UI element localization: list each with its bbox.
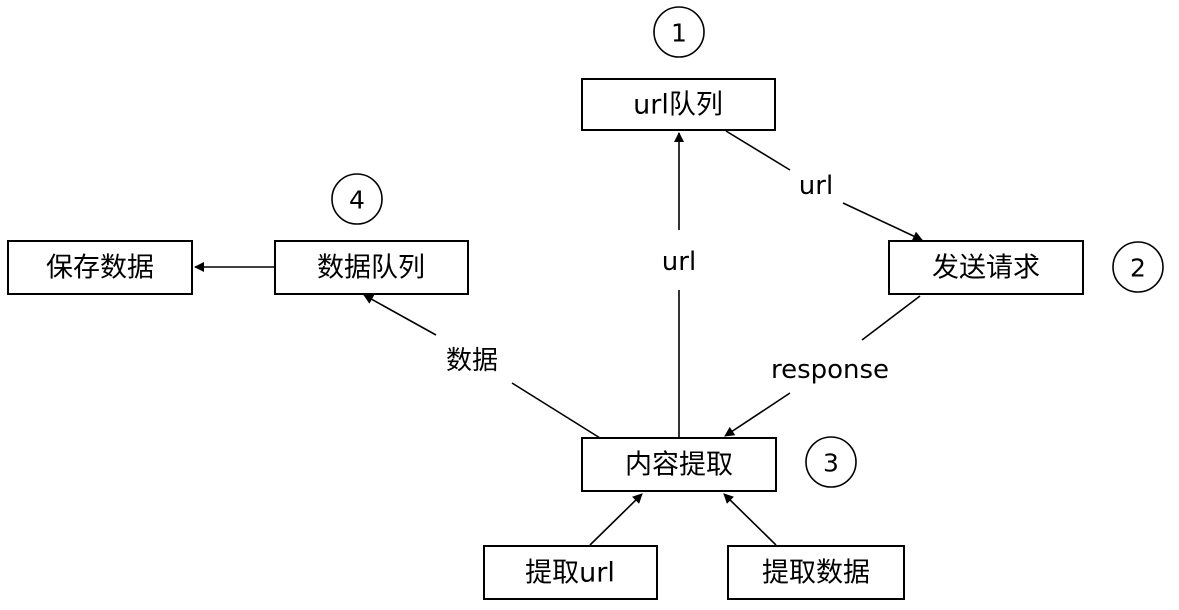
edge-queue-to-request-lower	[842, 202, 923, 241]
step-badges: 1 2 3 4	[331, 6, 1164, 488]
edge-label-extract-to-queue: url	[662, 247, 696, 277]
edge-extract-to-data-queue-upper	[363, 294, 437, 336]
node-send-request-label: 发送请求	[932, 253, 1040, 284]
edges	[194, 130, 923, 546]
node-url-queue-label: url队列	[633, 90, 723, 121]
step-badge-2: 2	[1112, 241, 1164, 293]
edge-extract-data-to-extract	[723, 493, 777, 546]
edge-label-request-to-extract: response	[771, 355, 889, 385]
step-badge-1: 1	[653, 6, 705, 58]
node-extract-url-label: 提取url	[525, 558, 615, 589]
node-data-queue-label: 数据队列	[317, 253, 425, 284]
node-url-queue: url队列	[581, 78, 776, 131]
node-content-extract: 内容提取	[581, 437, 777, 492]
step-badge-1-number: 1	[671, 19, 687, 48]
node-save-data-label: 保存数据	[46, 253, 154, 284]
step-badge-4-number: 4	[349, 186, 365, 215]
edge-extract-url-to-extract	[589, 493, 643, 546]
edge-request-to-extract-lower	[724, 392, 791, 437]
node-data-queue: 数据队列	[274, 240, 469, 295]
node-content-extract-label: 内容提取	[625, 450, 733, 481]
step-badge-4: 4	[331, 173, 383, 225]
nodes: url队列 发送请求 内容提取 数据队列 保存数据 提取url 提取数据	[7, 78, 1084, 600]
edge-queue-to-request-upper	[725, 130, 791, 171]
edge-label-extract-to-data-queue: 数据	[446, 346, 498, 376]
node-extract-data: 提取数据	[727, 545, 905, 600]
step-badge-3-number: 3	[823, 449, 839, 478]
node-send-request: 发送请求	[888, 240, 1084, 295]
edge-extract-to-data-queue-lower	[511, 382, 601, 439]
edge-label-queue-to-request: url	[799, 171, 833, 201]
edge-labels: url url response 数据	[446, 171, 889, 385]
step-badge-2-number: 2	[1130, 254, 1146, 283]
node-save-data: 保存数据	[7, 240, 193, 295]
step-badge-3: 3	[805, 436, 857, 488]
node-extract-url: 提取url	[483, 545, 658, 600]
edge-request-to-extract-upper	[861, 295, 921, 341]
node-extract-data-label: 提取数据	[762, 558, 870, 589]
